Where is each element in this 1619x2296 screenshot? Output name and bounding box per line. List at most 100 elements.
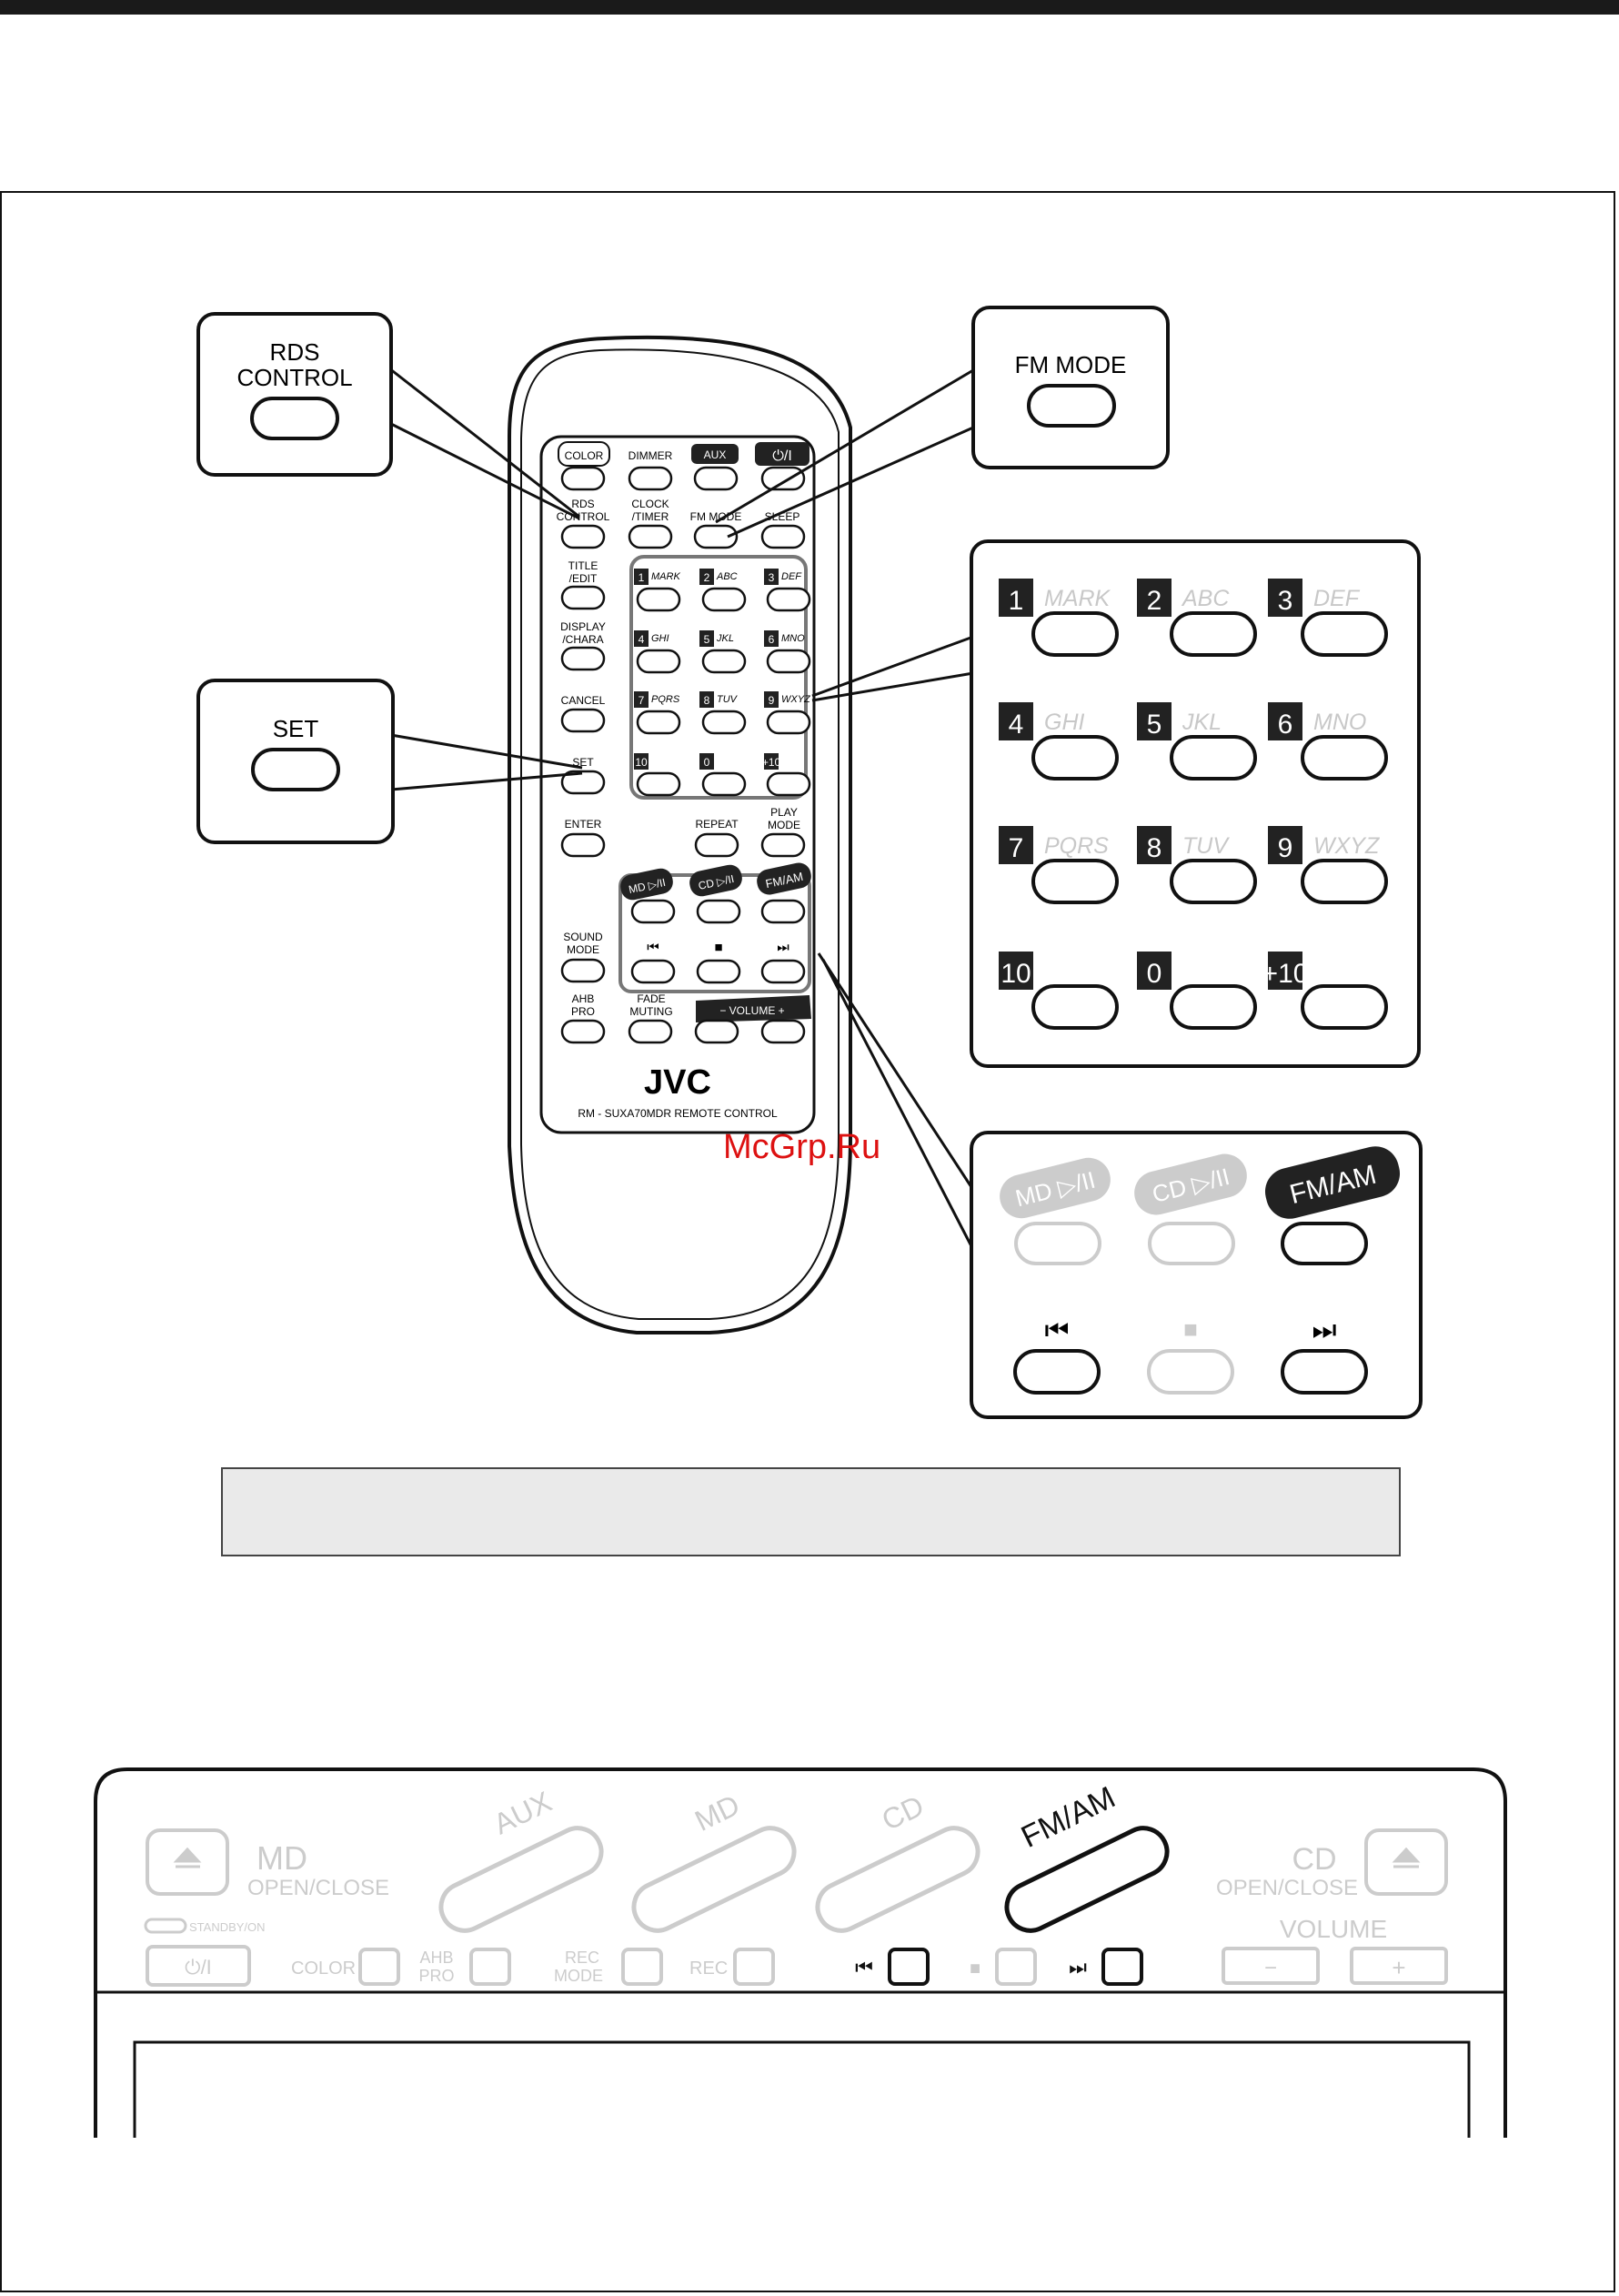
zoom-key-sub: MNO bbox=[1313, 710, 1366, 735]
remote-key-2-button[interactable] bbox=[701, 587, 747, 612]
zoom-key-num-bg bbox=[999, 826, 1033, 864]
unit-md-label: MD bbox=[256, 1839, 307, 1877]
zoom-next-button bbox=[1281, 1349, 1368, 1395]
remote-key-6-button[interactable] bbox=[766, 649, 811, 674]
remote-repeat-button[interactable] bbox=[694, 832, 739, 858]
remote-key-num: 9 bbox=[769, 694, 775, 707]
remote-volume-down-button[interactable] bbox=[694, 1019, 739, 1044]
remote-key-7-button[interactable] bbox=[636, 710, 681, 735]
remote-set-button[interactable] bbox=[560, 770, 606, 795]
remote-key-11-button[interactable] bbox=[701, 771, 747, 797]
remote-playmode-label-2: MODE bbox=[768, 819, 800, 831]
unit-open-close-left: OPEN/CLOSE bbox=[247, 1876, 389, 1900]
zoom-key-2-button bbox=[1170, 611, 1257, 657]
remote-fm-mode-button[interactable] bbox=[693, 524, 739, 549]
remote-enter-button[interactable] bbox=[560, 832, 606, 858]
remote-key-9-button[interactable] bbox=[766, 710, 811, 735]
remote-sleep-button[interactable] bbox=[760, 524, 806, 549]
main-unit: MD OPEN/CLOSE AUX MD CD FM/AM CD OPEN/CL… bbox=[94, 1767, 1507, 2138]
remote-aux-button[interactable] bbox=[693, 466, 739, 491]
unit-ahb-button bbox=[469, 1948, 511, 1986]
remote-prev-label: ⏮ bbox=[647, 940, 659, 955]
unit-next-label: ⏭ bbox=[1069, 1956, 1087, 1979]
unit-rec-label: REC bbox=[689, 1959, 728, 1979]
unit-rec-mode-label-1: REC bbox=[565, 1949, 599, 1967]
zoom-key-num-bg bbox=[1137, 702, 1172, 740]
remote-key-sub: DEF bbox=[781, 571, 802, 582]
remote-cd-button[interactable] bbox=[696, 899, 741, 924]
remote-key-num: 5 bbox=[704, 633, 710, 646]
remote-key-num-bg bbox=[634, 753, 649, 770]
zoom-key-num: 3 bbox=[1278, 586, 1293, 616]
zoom-prev-button bbox=[1013, 1349, 1101, 1395]
remote-rds-control-button[interactable] bbox=[560, 524, 606, 549]
remote-volume-up-button[interactable] bbox=[760, 1019, 806, 1044]
zoom-key-sub: TUV bbox=[1182, 833, 1230, 859]
remote-md-button[interactable] bbox=[630, 899, 676, 924]
remote-prev-button[interactable] bbox=[630, 959, 676, 984]
zoom-stop-label: ■ bbox=[1183, 1315, 1198, 1343]
zoom-key-sub: DEF bbox=[1313, 586, 1361, 611]
remote-fade-muting-button[interactable] bbox=[628, 1019, 673, 1044]
remote-next-button[interactable] bbox=[760, 959, 806, 984]
unit-volume-plus-label: + bbox=[1392, 1954, 1405, 1981]
remote-key-num: 3 bbox=[769, 571, 775, 584]
remote-repeat-label: REPEAT bbox=[695, 818, 739, 831]
remote-play-mode-button[interactable] bbox=[760, 832, 806, 858]
remote-key-12-button[interactable] bbox=[766, 771, 811, 797]
remote-sleep-label: SLEEP bbox=[765, 510, 800, 523]
remote-title-label-2: /EDIT bbox=[569, 572, 598, 585]
unit-volume-minus-label: − bbox=[1264, 1956, 1277, 1980]
remote-display-chara-button[interactable] bbox=[560, 646, 606, 671]
zoom-key-num-bg bbox=[1268, 579, 1302, 617]
remote-key-num-bg bbox=[634, 691, 649, 708]
unit-ahb-label-1: AHB bbox=[419, 1949, 453, 1967]
remote-source-buttons: MD ▷/II CD ▷/II FM/AM ⏮ ■ ⏭ bbox=[620, 862, 811, 984]
remote-color-button[interactable] bbox=[560, 466, 606, 491]
remote-key-1-button[interactable] bbox=[636, 587, 681, 612]
remote-title-label-1: TITLE bbox=[568, 559, 598, 572]
remote-key-num-bg bbox=[764, 691, 779, 708]
remote-cancel-button[interactable] bbox=[560, 708, 606, 733]
remote-key-8-button[interactable] bbox=[701, 710, 747, 735]
zoom-key-7-button bbox=[1031, 859, 1119, 904]
zoom-key-5-button bbox=[1170, 735, 1257, 780]
zoom-key-sub: PQRS bbox=[1044, 833, 1109, 859]
remote-dimmer-button[interactable] bbox=[628, 466, 673, 491]
remote-key-4-button[interactable] bbox=[636, 649, 681, 674]
remote-key-num: 4 bbox=[639, 633, 645, 646]
remote-key-num: 8 bbox=[704, 694, 710, 707]
remote-key-10-button[interactable] bbox=[636, 771, 681, 797]
remote-key-sub: TUV bbox=[717, 694, 739, 705]
remote-row2: RDS CONTROL CLOCK /TIMER FM MODE SLEEP bbox=[557, 498, 806, 549]
remote-ahb-pro-button[interactable] bbox=[560, 1019, 606, 1044]
remote-sound-mode-button[interactable] bbox=[560, 958, 606, 983]
remote-power-button[interactable] bbox=[760, 466, 806, 491]
remote-fmam-button[interactable] bbox=[760, 899, 806, 924]
remote-key-3-button[interactable] bbox=[766, 587, 811, 612]
remote-key-num: 7 bbox=[639, 694, 645, 707]
zoom-key-num: 1 bbox=[1009, 586, 1024, 616]
zoom-prev-label: ⏮ bbox=[1045, 1315, 1070, 1345]
remote-key-num-bg bbox=[699, 691, 714, 708]
remote-display-label-1: DISPLAY bbox=[560, 620, 606, 633]
remote-clock-timer-button[interactable] bbox=[628, 524, 673, 549]
remote-title-edit-button[interactable] bbox=[560, 585, 606, 610]
zoom-key-num: +10 bbox=[1262, 959, 1309, 989]
remote-power-label: ⏻/I bbox=[772, 448, 792, 464]
unit-volume-up-button bbox=[1350, 1947, 1448, 1985]
remote-clock-label-2: /TIMER bbox=[632, 510, 669, 523]
unit-aux-button bbox=[438, 1826, 604, 1933]
remote-key-5-button[interactable] bbox=[701, 649, 747, 674]
zoom-key-8-button bbox=[1170, 859, 1257, 904]
unit-color-button bbox=[358, 1948, 400, 1986]
remote-sound-label-2: MODE bbox=[567, 943, 599, 956]
remote-model-label: RM - SUXA70MDR REMOTE CONTROL bbox=[578, 1107, 778, 1120]
remote-key-num-bg bbox=[764, 569, 779, 585]
zoom-key-1-button bbox=[1031, 611, 1119, 657]
zoom-key-num-bg bbox=[1137, 579, 1172, 617]
remote-key-num-bg bbox=[699, 753, 714, 770]
unit-volume-label: VOLUME bbox=[1280, 1915, 1387, 1943]
remote-stop-button[interactable] bbox=[696, 959, 741, 984]
